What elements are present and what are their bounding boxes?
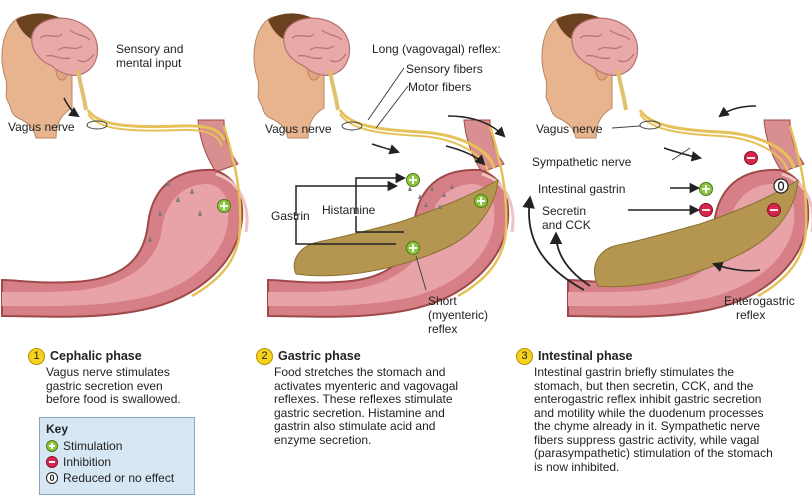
sensory-fibers-label: Sensory fibers bbox=[406, 62, 483, 76]
key-inhibition-label: Inhibition bbox=[63, 455, 112, 469]
motor-fibers-label: Motor fibers bbox=[408, 80, 472, 94]
phase-number-badge: 1 bbox=[28, 348, 45, 365]
key-stimulation-label: Stimulation bbox=[63, 439, 123, 453]
panel-cephalic bbox=[0, 11, 249, 319]
no-effect-icon: 0 bbox=[46, 472, 58, 484]
phase-title: Gastric phase bbox=[278, 348, 361, 363]
stimulation-marker bbox=[699, 182, 713, 196]
key-no-effect-label: Reduced or no effect bbox=[63, 471, 175, 485]
phase-title: Intestinal phase bbox=[538, 348, 633, 363]
stimulation-marker bbox=[474, 194, 488, 208]
intestinal-gastrin-label: Intestinal gastrin bbox=[538, 182, 626, 196]
stimulation-icon bbox=[46, 440, 58, 452]
phase-number-badge: 2 bbox=[256, 348, 273, 365]
sensory-input-label: Sensory and mental input bbox=[116, 42, 184, 70]
vagus-nerve-label: Vagus nerve bbox=[536, 122, 603, 136]
short-reflex-label: Short (myenteric) reflex bbox=[428, 294, 489, 336]
histamine-label: Histamine bbox=[322, 203, 376, 217]
sympathetic-nerve-label: Sympathetic nerve bbox=[532, 155, 632, 169]
long-reflex-label: Long (vagovagal) reflex: bbox=[372, 42, 501, 56]
stimulation-marker bbox=[406, 173, 420, 187]
gastrin-label: Gastrin bbox=[271, 209, 310, 223]
vagus-nerve-label: Vagus nerve bbox=[8, 120, 75, 134]
phase-number-badge: 3 bbox=[516, 348, 533, 365]
inhibition-icon bbox=[46, 456, 58, 468]
key-legend: Key Stimulation Inhibition 0 Reduced or n… bbox=[39, 417, 195, 495]
stimulation-marker bbox=[406, 241, 420, 255]
panel-gastric bbox=[252, 11, 515, 319]
gastric-phases-illustration bbox=[0, 11, 812, 319]
inhibition-marker bbox=[699, 203, 713, 217]
secretin-cck-label: Secretin and CCK bbox=[542, 204, 591, 232]
phase-title: Cephalic phase bbox=[50, 348, 142, 363]
enterogastric-reflex-label: Enterogastric reflex bbox=[724, 294, 795, 322]
vagus-nerve-label: Vagus nerve bbox=[265, 122, 332, 136]
panel-intestinal bbox=[522, 11, 812, 319]
key-title: Key bbox=[46, 422, 69, 436]
inhibition-marker bbox=[767, 203, 781, 217]
no-effect-marker bbox=[773, 178, 789, 194]
inhibition-marker bbox=[744, 151, 758, 165]
